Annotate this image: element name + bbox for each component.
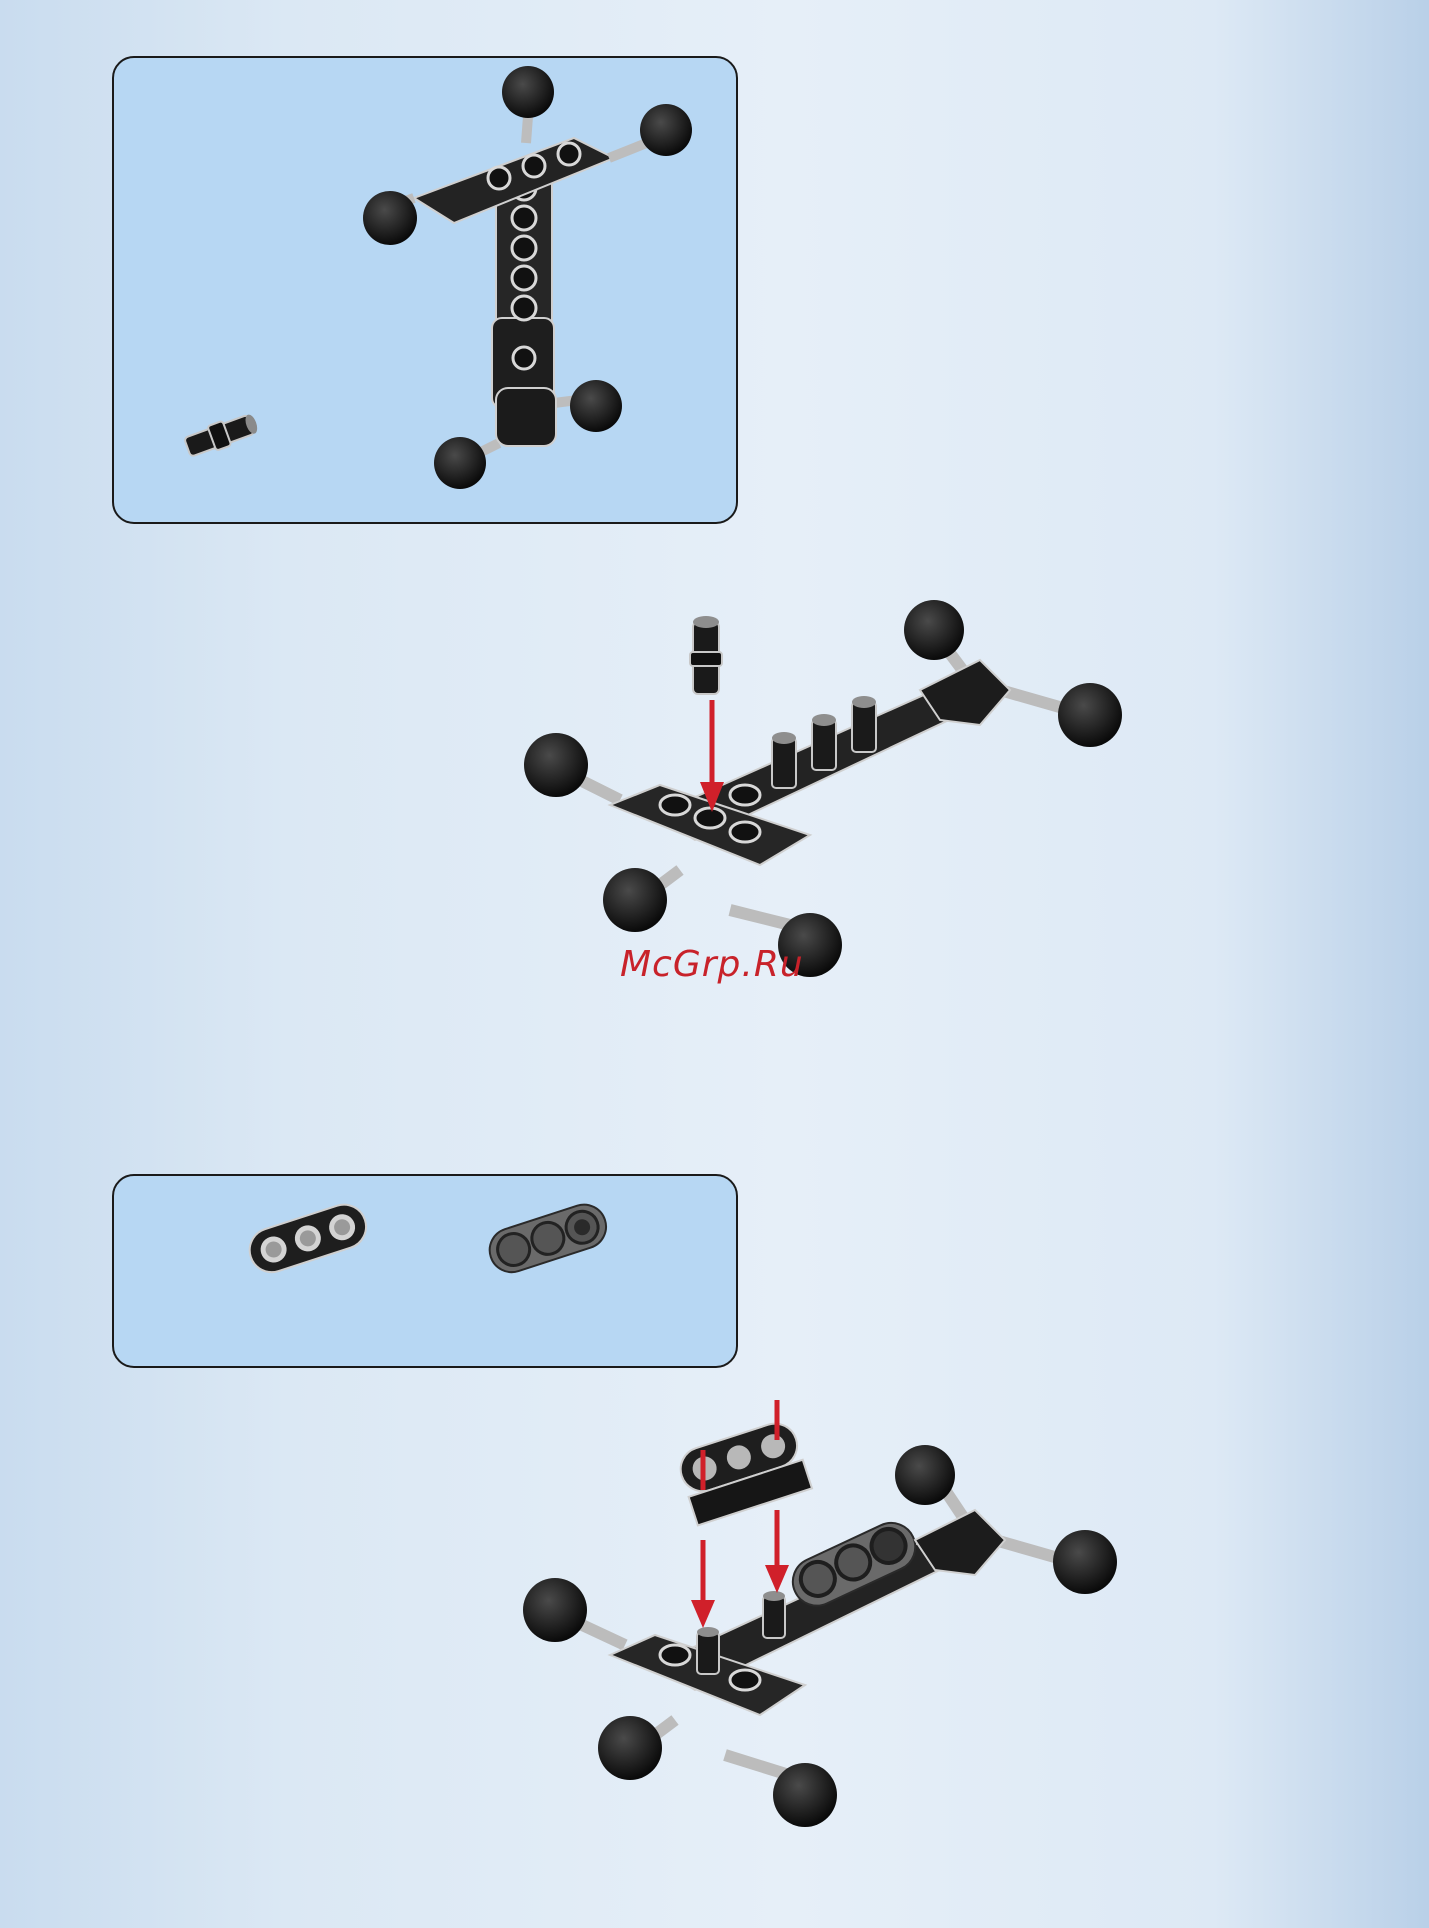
step-assembly-2-illustration [505,1400,1125,1840]
step-assembly-1-illustration [510,600,1130,1000]
ball-joint-icon [1058,683,1122,747]
parts-list-illustration [114,1176,740,1370]
watermark: McGrp.Ru [620,944,804,985]
ball-joint-icon [598,1716,662,1780]
ball-joint-icon [603,868,667,932]
parts-box-step-1 [112,56,738,524]
ball-joint-icon [523,1578,587,1642]
ball-joint-icon [904,600,964,660]
liftarm-3-black-icon [244,1199,372,1278]
t-frame-assembly-illustration [114,58,740,526]
ball-joint-icon [570,380,622,432]
ball-joint-icon [434,437,486,489]
ball-joint-icon [524,733,588,797]
ball-joint-icon [363,191,417,245]
ball-joint-icon [640,104,692,156]
ball-joint-icon [502,66,554,118]
connector-pin-icon [690,616,722,694]
ball-joint-icon [1053,1530,1117,1594]
liftarm-3-black-icon [675,1418,812,1525]
parts-box-step-2 [112,1174,738,1368]
ball-joint-icon [895,1445,955,1505]
ball-joint-icon [773,1763,837,1827]
liftarm-3-grey-icon [484,1199,612,1278]
connector-pin-icon [183,410,260,459]
